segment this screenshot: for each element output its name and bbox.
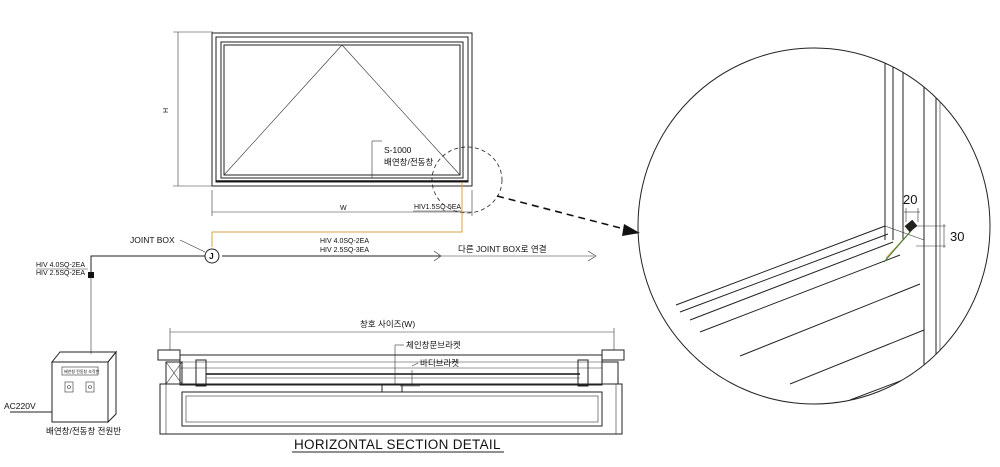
window-elevation: H W S-1000 배연창/전동창 HIV1.5SQ-5EA: [163, 31, 473, 216]
horizontal-section: 창호 사이즈(W) 체인창문브라켓 바디브라켓 HORIZONTAL SECTI…: [157, 319, 625, 453]
power-supply-label: AC220V: [4, 401, 36, 411]
detail-dim-30: 30: [950, 229, 964, 244]
wiring: HIV 4.0SQ-2EA HIV 2.5SQ-3EA 다른 JOINT BOX…: [36, 182, 597, 354]
panel-plate-label: 배연창 전동창 조작반: [64, 368, 100, 374]
power-panel: 배연창 전동창 조작반 AC220V 배연창/전동창 전원반: [4, 350, 121, 436]
detail-circle: [637, 47, 991, 405]
model-label: S-1000: [384, 145, 412, 155]
panel-cable-label-2: HIV 2.5SQ-2EA: [36, 270, 85, 277]
detail-callout: [431, 146, 503, 214]
window-cable-label: HIV1.5SQ-5EA: [414, 204, 461, 211]
body-bracket-label: 바디브라켓: [420, 358, 459, 368]
panel-name-label: 배연창/전동창 전원반: [46, 426, 121, 436]
detail-dim-20: 20: [903, 192, 917, 207]
to-next-box-label: 다른 JOINT BOX로 연결: [458, 244, 547, 254]
section-title: HORIZONTAL SECTION DETAIL: [294, 437, 501, 452]
joint-box-letter: J: [209, 251, 214, 261]
joint-box-label: JOINT BOX: [130, 235, 175, 245]
enlarged-detail: 20 30: [637, 47, 991, 405]
panel-cable-label-1: HIV 4.0SQ-2EA: [36, 262, 85, 269]
dim-h-label: H: [163, 108, 170, 113]
main-cable-label-1: HIV 4.0SQ-2EA: [320, 238, 369, 245]
chain-bracket-label: 체인창문브라켓: [406, 340, 461, 350]
main-cable-label-2: HIV 2.5SQ-3EA: [320, 247, 369, 254]
dim-w-label: W: [340, 205, 347, 212]
sash-size-label: 창호 사이즈(W): [360, 319, 415, 329]
window-type-label: 배연창/전동창: [384, 157, 433, 167]
